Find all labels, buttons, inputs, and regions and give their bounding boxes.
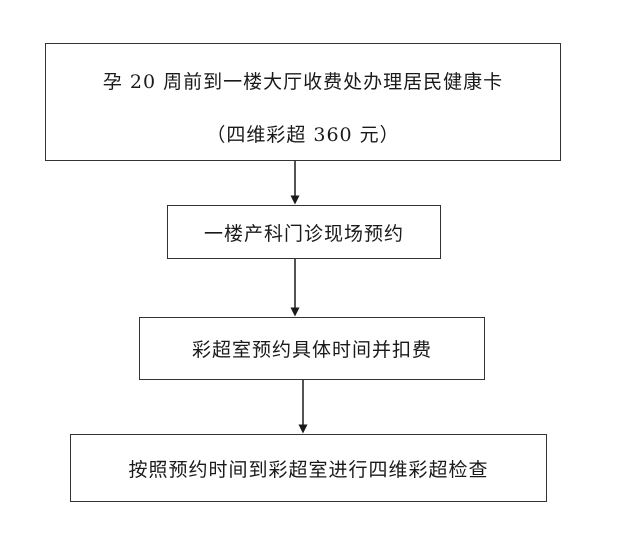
step-1-text: 孕 20 周前到一楼大厅收费处办理居民健康卡 [102,71,504,93]
step-4-text: 按照预约时间到彩超室进行四维彩超检查 [128,458,489,481]
step-3-text: 彩超室预约具体时间并扣费 [191,339,432,361]
step-2-text: 一楼产科门诊现场预约 [203,222,404,245]
step-4-box: 按照预约时间到彩超室进行四维彩超检查 [70,434,547,502]
step-1-price-note: （四维彩超 360 元） [206,124,400,146]
step-2-box: 一楼产科门诊现场预约 [167,205,441,259]
step-3-box: 彩超室预约具体时间并扣费 [139,317,485,380]
step-1-box: 孕 20 周前到一楼大厅收费处办理居民健康卡 （四维彩超 360 元） [45,43,561,161]
